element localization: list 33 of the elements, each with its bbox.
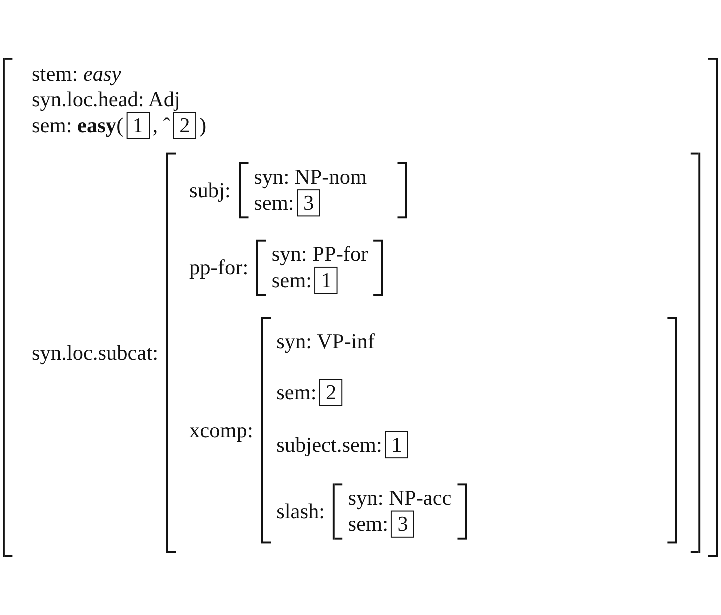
feature-text: syn: NP-acc xyxy=(348,486,452,511)
tag-box xyxy=(314,266,338,294)
tag-box xyxy=(320,379,343,406)
feature-text: sem: xyxy=(254,190,294,216)
feature-text: slash: xyxy=(276,499,326,524)
feature-text: syn: VP-inf xyxy=(276,328,375,354)
feature-text: subject.sem: xyxy=(276,432,382,458)
feature-text: sem: xyxy=(272,268,312,293)
tag-box xyxy=(391,510,415,538)
tag-number: 1 xyxy=(392,432,402,458)
feature-text: subj: xyxy=(190,178,231,203)
feature-text: syn: PP-for xyxy=(272,242,368,267)
punctuation: ) xyxy=(199,113,207,138)
tag-number: 2 xyxy=(180,113,190,138)
tag-number: 1 xyxy=(132,113,144,138)
feature-text: sem: easy( xyxy=(32,113,124,138)
tag-box xyxy=(126,112,150,140)
tag-box xyxy=(385,431,409,458)
punctuation: , ˆ xyxy=(152,113,170,138)
tag-number: 3 xyxy=(398,512,408,537)
feature-text: sem: xyxy=(276,380,317,406)
tag-number: 1 xyxy=(321,268,332,293)
feature-text: xcomp: xyxy=(190,418,254,443)
feature-text: syn.loc.subcat: xyxy=(32,340,159,366)
tag-number: 2 xyxy=(326,380,337,406)
feature-text: stem: easy xyxy=(32,62,122,87)
feature-text: syn.loc.head: Adj xyxy=(32,86,180,112)
tag-box xyxy=(173,112,197,140)
feature-text: sem: xyxy=(348,512,389,537)
feature-text: syn: NP-nom xyxy=(254,164,368,190)
tag-box xyxy=(297,189,320,217)
feature-text: pp-for: xyxy=(190,255,249,280)
tag-number: 3 xyxy=(304,190,314,216)
